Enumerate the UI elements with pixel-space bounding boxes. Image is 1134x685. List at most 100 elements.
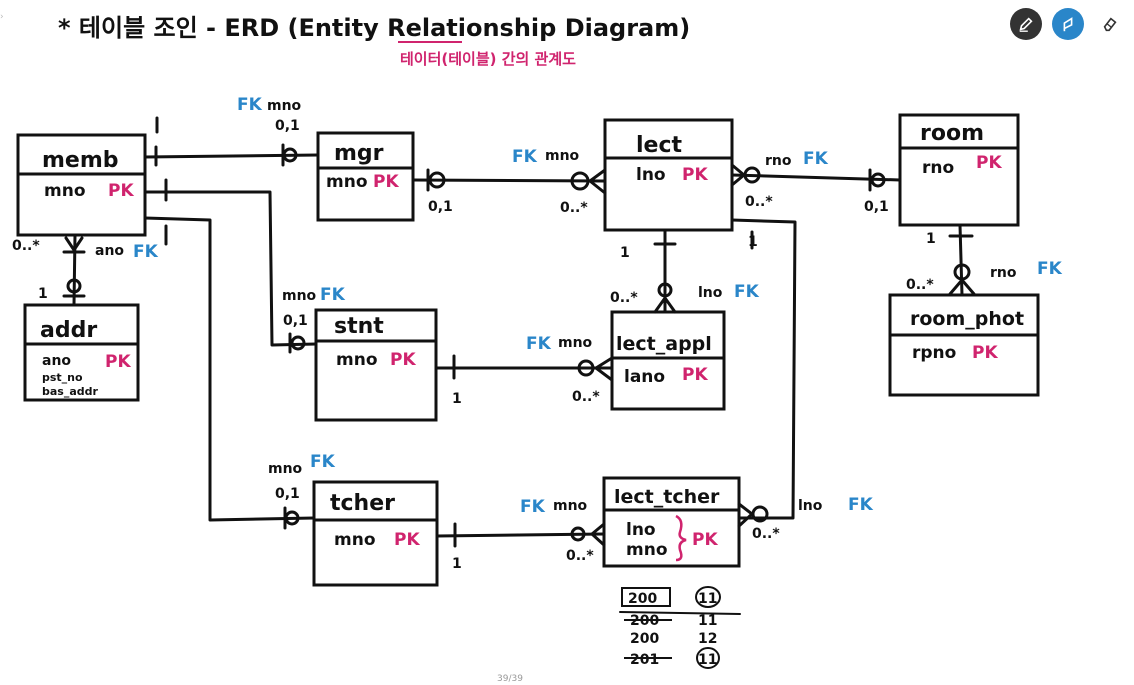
rel-tcher-lecttcher — [435, 532, 606, 538]
fk-column: lno — [698, 285, 723, 301]
rel-lect-lecttcher — [730, 218, 797, 520]
page-subtitle: 테이터(테이블) 간의 관계도 — [400, 50, 576, 68]
fk-label: FK — [803, 149, 829, 169]
left-edge-marker: › — [0, 12, 4, 22]
cardinality-label: 1 — [38, 286, 48, 302]
entity-name: addr — [40, 318, 97, 343]
cardinality-label: 0..* — [12, 238, 40, 254]
rel-mgr-lect — [411, 178, 607, 183]
entity-box — [888, 293, 1040, 397]
fk-label: FK — [310, 452, 336, 472]
entity-memb[interactable]: memb mno PK — [16, 133, 147, 237]
annotation-labels: FK mno 0,1 0..* ano FK 1 mno FK 0,1 mno … — [12, 95, 1063, 572]
fk-label: FK — [520, 497, 546, 517]
zero-circle — [282, 147, 298, 163]
entity-name: memb — [42, 148, 119, 173]
entity-room[interactable]: room rno PK — [898, 113, 1020, 227]
cardinality-label: 1 — [926, 231, 936, 247]
composite-key-brace — [675, 514, 687, 562]
entity-stnt[interactable]: stnt mno PK — [314, 308, 438, 422]
drawing-toolbar — [1010, 8, 1126, 40]
sample-mno: 11 — [698, 591, 717, 607]
entity-name: mgr — [334, 141, 384, 166]
entity-lect-tcher[interactable]: lect_tcher lno mno PK — [602, 476, 741, 568]
fk-column: mno — [268, 461, 303, 477]
cardinality-label: 0,1 — [275, 118, 300, 134]
entity-name: room_phot — [910, 308, 1024, 330]
attribute: mno — [334, 530, 376, 550]
fk-column: rno — [990, 265, 1017, 281]
entity-box — [16, 133, 147, 237]
sample-rows-table: 200 11 200 11 200 12 201 11 — [619, 586, 741, 669]
attribute: rno — [922, 158, 954, 178]
fk-label: FK — [848, 495, 874, 515]
cardinality-label: 0,1 — [864, 199, 889, 215]
eraser-tool-button[interactable] — [1094, 8, 1126, 40]
entity-lect[interactable]: lect lno PK — [603, 118, 734, 232]
pk-label: PK — [682, 165, 708, 185]
page-title: * 테이블 조인 - ERD (Entity Relationship Diag… — [58, 14, 690, 42]
sample-lno: 200 — [628, 591, 657, 607]
relationship-lines — [62, 116, 976, 548]
sample-mno: 12 — [698, 631, 717, 647]
entity-lect-appl[interactable]: lect_appl lano PK — [610, 310, 726, 411]
cardinality-label: 0..* — [752, 526, 780, 542]
entity-tcher[interactable]: tcher mno PK — [312, 480, 439, 587]
cardinality-label: 0..* — [566, 548, 594, 564]
page-indicator: 39/39 — [497, 674, 523, 684]
cardinality-label: 0..* — [560, 200, 588, 216]
fk-label: FK — [1037, 259, 1063, 279]
cardinality-label: 0..* — [572, 389, 600, 405]
cardinality-label: 0,1 — [283, 313, 308, 329]
entity-name: tcher — [330, 491, 395, 516]
entity-mgr[interactable]: mgr mno PK — [316, 131, 415, 222]
entity-room-phot[interactable]: room_phot rpno PK — [888, 293, 1040, 397]
attribute: rpno — [912, 343, 956, 363]
cardinality-label: 1 — [748, 234, 758, 250]
fk-column: mno — [267, 98, 302, 114]
attribute: lano — [624, 367, 665, 387]
fk-column: mno — [553, 498, 588, 514]
attribute: mno — [44, 181, 86, 201]
cardinality-label: 1 — [452, 556, 462, 572]
cardinality-label: 0..* — [906, 277, 934, 293]
fk-label: FK — [526, 334, 552, 354]
rel-memb-stnt — [143, 190, 318, 347]
pk-label: PK — [692, 530, 718, 550]
sample-mno: 11 — [698, 613, 717, 629]
highlighter-tool-button[interactable] — [1052, 8, 1084, 40]
pen-icon — [1019, 17, 1033, 32]
attribute: lno — [626, 520, 656, 540]
attribute: lno — [636, 165, 666, 185]
attribute: ano — [42, 353, 71, 369]
attribute: mno — [336, 350, 378, 370]
highlight-box — [621, 587, 671, 607]
fk-column: ano — [95, 243, 124, 259]
fk-label: FK — [320, 285, 346, 305]
rel-memb-mgr — [143, 153, 320, 159]
rel-memb-tcher — [143, 216, 316, 522]
entity-name: lect_tcher — [614, 486, 720, 508]
entity-name: stnt — [334, 314, 384, 339]
cardinality-label: 1 — [620, 245, 630, 261]
entity-box — [610, 310, 726, 411]
pk-label: PK — [682, 365, 708, 385]
pen-tool-button[interactable] — [1010, 8, 1042, 40]
fk-column: lno — [798, 498, 823, 514]
fk-label: FK — [512, 147, 538, 167]
fk-label: FK — [237, 95, 263, 115]
attribute: bas_addr — [42, 385, 99, 398]
attribute: mno — [626, 540, 668, 560]
sample-lno: 201 — [630, 652, 659, 668]
entity-box — [312, 480, 439, 587]
sample-mno: 11 — [698, 652, 717, 668]
entity-box — [316, 131, 415, 222]
pk-label: PK — [373, 172, 399, 192]
attribute: pst_no — [42, 371, 83, 384]
sample-lno: 200 — [630, 631, 659, 647]
entity-addr[interactable]: addr ano PK pst_no bas_addr — [23, 303, 140, 402]
pk-label: PK — [108, 181, 134, 201]
attribute: mno — [326, 172, 368, 192]
cardinality-label: 1 — [452, 391, 462, 407]
